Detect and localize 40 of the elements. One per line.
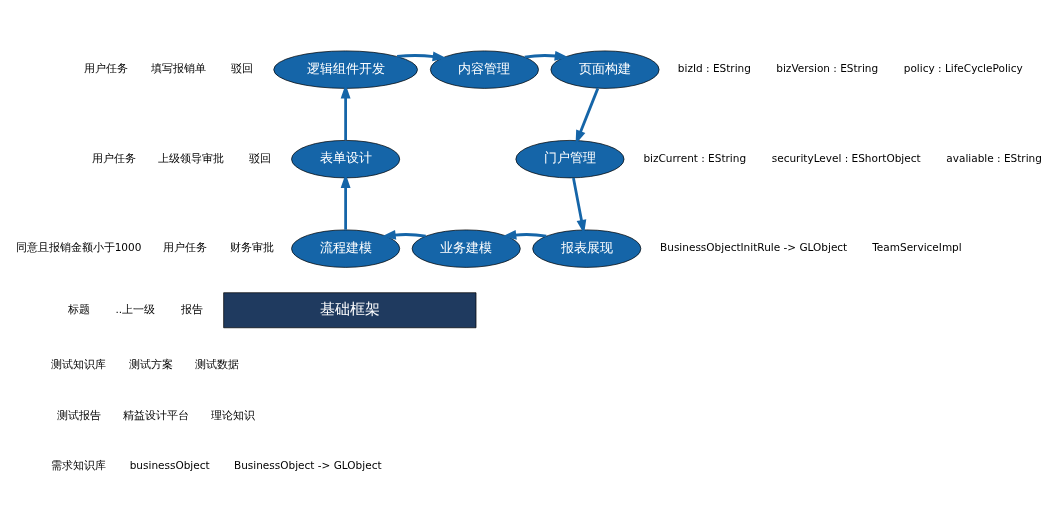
- arrow: [397, 51, 447, 61]
- label: bizVersion : EString: [776, 61, 879, 74]
- label: 测试方案: [128, 357, 173, 370]
- label: ..上一级: [115, 302, 156, 315]
- node-ellipse: 门户管理: [515, 139, 625, 178]
- label: BusinessObjectInitRule -> GLObject: [660, 240, 848, 253]
- label: 用户任务: [91, 151, 136, 164]
- label: 填写报销单: [150, 61, 206, 74]
- label: 驳回: [230, 61, 253, 74]
- arrow: [575, 87, 600, 144]
- arrow: [524, 50, 569, 61]
- label: 精益设计平台: [122, 408, 189, 421]
- label: BusinessObject -> GLObject: [233, 458, 382, 471]
- label: 报告: [181, 302, 204, 315]
- label: 财务审批: [229, 240, 274, 253]
- label: 上级领导审批: [157, 151, 224, 164]
- label: 测试知识库: [51, 357, 107, 370]
- label: 用户任务: [83, 61, 128, 74]
- arrow: [381, 229, 426, 240]
- node-ellipse: 逻辑组件开发: [273, 50, 418, 89]
- label: TeamServiceImpl: [872, 240, 962, 253]
- label: 测试报告: [56, 408, 101, 421]
- label: bizId : EString: [677, 61, 751, 74]
- label: 同意且报销金额小于1000: [15, 240, 142, 253]
- label: 需求知识库: [51, 458, 107, 471]
- arrow: [502, 229, 547, 240]
- label: 测试数据: [195, 357, 240, 370]
- label: 驳回: [249, 151, 272, 164]
- label: securityLevel : EShortObject: [771, 151, 921, 164]
- label: policy : LifeCyclePolicy: [903, 61, 1023, 74]
- label: 用户任务: [163, 240, 208, 253]
- label: bizCurrent : EString: [643, 151, 747, 164]
- arrow: [572, 177, 587, 234]
- label: 标题: [67, 302, 90, 315]
- label: 理论知识: [210, 408, 255, 421]
- label: businessObject: [129, 458, 210, 471]
- node-box: 基础框架: [223, 291, 477, 328]
- label: avaliable : EString: [946, 151, 1042, 164]
- node-ellipse: 报表展现: [532, 229, 642, 268]
- node-ellipse: 表单设计: [291, 139, 401, 178]
